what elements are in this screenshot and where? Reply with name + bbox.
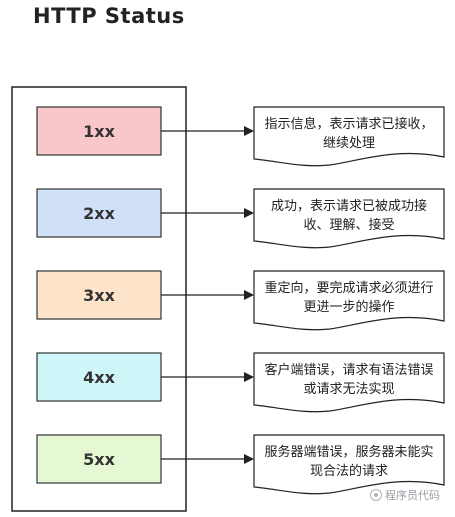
watermark: 程序员代码 bbox=[370, 487, 440, 503]
status-description-3xx: 重定向，要完成请求必须进行更进一步的操作 bbox=[254, 279, 444, 317]
description-line: 收、理解、接受 bbox=[303, 218, 395, 233]
status-row-3xx: 3xx bbox=[36, 270, 445, 331]
status-row-1xx: 1xx bbox=[36, 106, 445, 167]
description-line: 现合法的请求 bbox=[309, 464, 388, 479]
description-line: 服务器端错误，服务器未能实 bbox=[264, 445, 434, 460]
status-code-label: 2xx bbox=[83, 204, 115, 223]
status-box-3xx bbox=[36, 270, 162, 320]
status-row-4xx: 4xx bbox=[36, 352, 445, 413]
status-row-5xx: 5xx bbox=[36, 434, 445, 495]
description-document-shape bbox=[253, 106, 445, 167]
description-line: 重定向，要完成请求必须进行 bbox=[264, 281, 434, 296]
description-document-shape bbox=[253, 188, 445, 249]
status-code-label: 4xx bbox=[83, 368, 115, 387]
description-document-shape bbox=[253, 434, 445, 495]
status-code-label: 5xx bbox=[83, 450, 115, 469]
status-box-1xx bbox=[36, 106, 162, 156]
description-line: 继续处理 bbox=[322, 136, 375, 151]
status-box-4xx bbox=[36, 352, 162, 402]
description-line: 指示信息，表示请求已接收， bbox=[264, 117, 434, 132]
description-line: 更进一步的操作 bbox=[303, 300, 395, 315]
status-description-1xx: 指示信息，表示请求已接收， 继续处理 bbox=[254, 115, 444, 153]
watermark-text: 程序员代码 bbox=[385, 489, 440, 502]
status-code-label: 3xx bbox=[83, 286, 115, 305]
description-document-shape bbox=[253, 352, 445, 413]
description-line: 成功，表示请求已被成功接 bbox=[270, 199, 427, 214]
status-description-4xx: 客户端错误，请求有语法错误或请求无法实现 bbox=[254, 361, 444, 399]
status-box-2xx bbox=[36, 188, 162, 238]
wechat-logo-icon bbox=[370, 489, 382, 501]
status-description-2xx: 成功，表示请求已被成功接收、理解、接受 bbox=[254, 197, 444, 235]
description-line: 或请求无法实现 bbox=[303, 382, 395, 397]
status-row-2xx: 2xx bbox=[36, 188, 445, 249]
status-rows: 1xx 2xx 3xx 4xx 5xx bbox=[36, 106, 445, 495]
description-document-shape bbox=[253, 270, 445, 331]
diagram-title: HTTP Status bbox=[33, 4, 185, 28]
status-code-label: 1xx bbox=[83, 122, 115, 141]
status-description-5xx: 服务器端错误，服务器未能实现合法的请求 bbox=[254, 443, 444, 481]
description-line: 客户端错误，请求有语法错误 bbox=[264, 363, 434, 378]
